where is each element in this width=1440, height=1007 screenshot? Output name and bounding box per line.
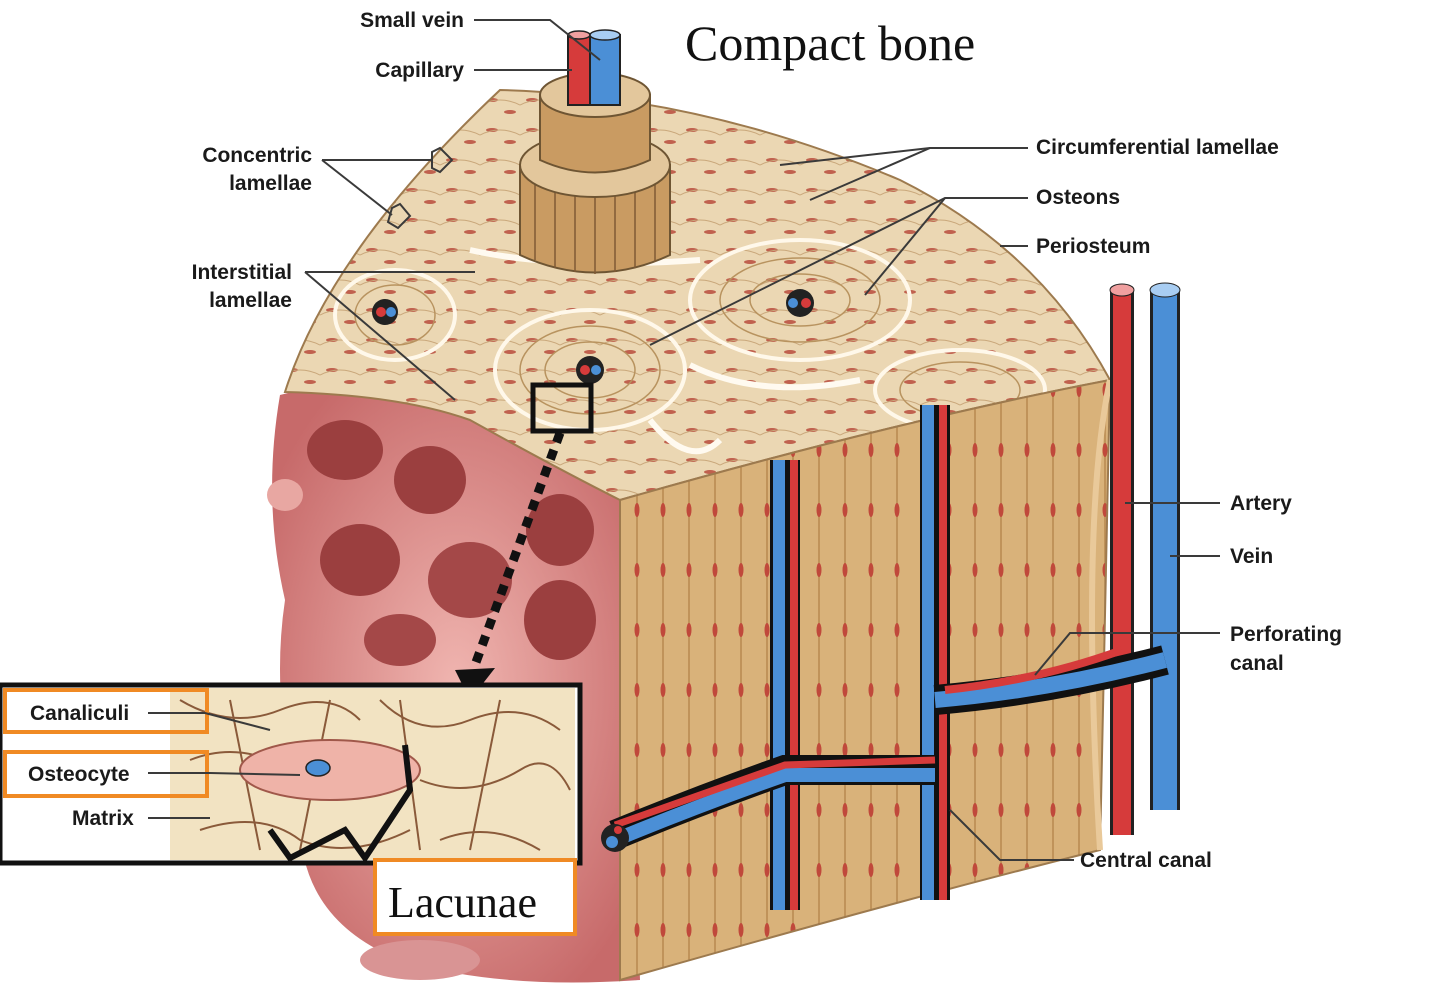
label-interstitial-lamellae-2: lamellae xyxy=(209,289,292,312)
label-osteocyte: Osteocyte xyxy=(28,763,130,786)
label-osteons: Osteons xyxy=(1036,186,1120,209)
compact-bone-top xyxy=(283,88,1112,502)
label-perforating-canal-1: Perforating xyxy=(1230,623,1342,646)
label-perforating-canal-2: canal xyxy=(1230,652,1284,675)
label-lacunae: Lacunae xyxy=(388,878,537,927)
osteon-cylinder xyxy=(519,29,671,274)
label-central-canal: Central canal xyxy=(1080,849,1212,872)
label-interstitial-lamellae-1: Interstitial xyxy=(192,261,292,284)
label-canaliculi: Canaliculi xyxy=(30,702,129,725)
diagram-title: Compact bone xyxy=(685,15,975,71)
label-small-vein: Small vein xyxy=(360,9,464,32)
vessels xyxy=(601,282,1181,910)
label-periosteum: Periosteum xyxy=(1036,235,1150,258)
highlight-boxes xyxy=(3,688,577,936)
label-vein: Vein xyxy=(1230,545,1273,568)
label-concentric-lamellae-1: Concentric xyxy=(202,144,312,167)
compact-bone-side xyxy=(619,378,1113,982)
label-capillary: Capillary xyxy=(375,59,464,82)
label-matrix: Matrix xyxy=(72,807,134,830)
label-concentric-lamellae-2: lamellae xyxy=(229,172,312,195)
label-artery: Artery xyxy=(1230,492,1292,515)
label-circumferential-lamellae: Circumferential lamellae xyxy=(1036,136,1279,159)
leader-lines xyxy=(148,19,1220,861)
